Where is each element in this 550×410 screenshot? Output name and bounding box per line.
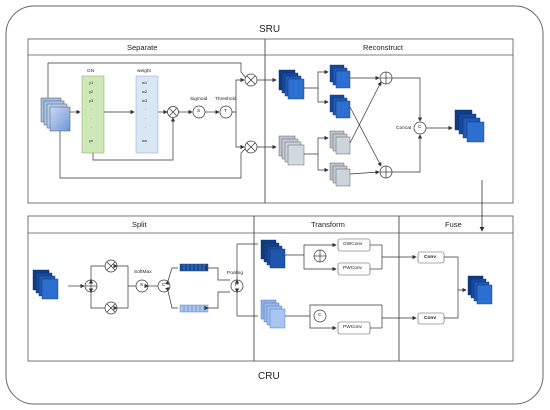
reconstruct-bottom-a (329, 130, 351, 155)
transform-concat-symbol: C (318, 313, 322, 318)
concat-label: Concat (396, 126, 412, 131)
transform-panel (253, 215, 400, 362)
sigmoid-label: Sigmoid (190, 97, 208, 102)
transform-title: Transform (311, 220, 345, 229)
softmax-symbol: S (140, 283, 144, 288)
weight-dot-1: · (145, 107, 147, 112)
weight-n: wn (142, 138, 148, 143)
reconstruct-top-a (329, 64, 351, 89)
input-feature-stack (40, 97, 71, 132)
reconstruct-bottom-b (329, 162, 351, 187)
transform-concat-node (313, 309, 327, 323)
concat-symbol: C (418, 125, 422, 130)
weight-3: w3 (142, 98, 148, 103)
gamma-n: γn (89, 138, 94, 143)
cru-title: CRU (258, 371, 280, 382)
pooled-vector-top (179, 263, 209, 272)
sru-title: SRU (259, 24, 281, 35)
separate-title: Separate (127, 43, 158, 52)
transform-top-stack (260, 239, 286, 269)
reconstruct-bottom-stack (278, 135, 305, 166)
conv-bottom-box (417, 312, 445, 325)
sigmoid-symbol: S (197, 109, 201, 114)
gamma-dot-1: · (91, 107, 93, 112)
gamma-dot-2: · (91, 116, 93, 121)
weight-dot-2: · (145, 116, 147, 121)
fuse-panel (398, 215, 514, 362)
separate-multiply (167, 106, 179, 118)
transform-bottom-stack (260, 299, 286, 329)
split-mult-bottom (104, 301, 118, 315)
reconstruct-top-b (329, 94, 351, 119)
softmax-label: SoftMax (134, 270, 152, 275)
threshold-label: Threshold (215, 97, 237, 102)
split-title: Split (132, 220, 147, 229)
gwconv-label: GWConv (343, 242, 363, 247)
transform-add (313, 249, 327, 263)
gamma-dot-3: · (91, 125, 93, 130)
conv-top-box (417, 251, 445, 264)
weight-box (135, 75, 159, 154)
split-mult-top (104, 259, 118, 273)
sru-top-multiply (244, 73, 258, 87)
conv-top-label: Conv (424, 255, 436, 260)
gn-label: GN (87, 69, 95, 74)
sru-bottom-multiply (244, 140, 258, 154)
threshold-symbol: T (224, 109, 227, 114)
sru-output-stack (454, 109, 485, 143)
weight-2: w2 (142, 89, 148, 94)
gamma-2: γ2 (89, 89, 94, 94)
pooled-vector-bottom (179, 304, 209, 313)
reconstruct-add-bottom (379, 165, 393, 179)
reconstruct-add-top (379, 71, 393, 85)
pooling-label: Pooling (227, 271, 244, 276)
pwconv-top-label: PWConv (343, 266, 362, 271)
split-add (84, 279, 98, 293)
weight-1: w1 (142, 80, 148, 85)
fuse-title: Fuse (445, 220, 462, 229)
gamma-1: γ1 (89, 80, 94, 85)
reconstruct-panel (264, 38, 514, 204)
reconstruct-title: Reconstruct (363, 43, 404, 52)
split-concat-symbol: C (162, 283, 166, 288)
pooling-symbol: P (235, 283, 239, 288)
outer-frame (5, 5, 544, 405)
cru-input-stack (32, 269, 59, 300)
gamma-3: γ3 (89, 98, 94, 103)
pwconv-bottom-label: PWConv (343, 325, 362, 330)
cru-output-stack (467, 275, 493, 305)
weight-dot-3: · (145, 125, 147, 130)
weight-label: weight (137, 69, 151, 74)
conv-bottom-label: Conv (424, 316, 436, 321)
reconstruct-top-stack (278, 69, 305, 100)
